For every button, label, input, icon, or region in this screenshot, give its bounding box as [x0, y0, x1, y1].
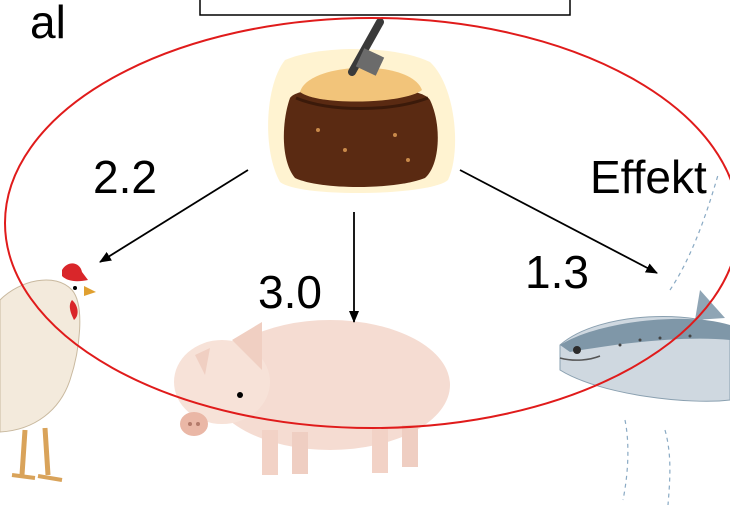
top-text-box [199, 0, 571, 16]
dashed-stream-bottom-left [622, 419, 629, 501]
salmon-icon [559, 290, 730, 402]
red-grouping-ellipse [4, 17, 730, 429]
pig-icon [174, 320, 450, 475]
label-chicken-ratio: 2.2 [93, 151, 157, 203]
label-fish-ratio: 1.3 [525, 246, 589, 298]
dashed-stream-top [669, 174, 719, 291]
label-right-text: Effekt [590, 151, 707, 203]
chicken-icon [0, 263, 96, 482]
dashed-stream-bottom-right [664, 429, 671, 505]
arrow-to-fish [459, 169, 658, 274]
partial-heading-text: al [30, 0, 66, 48]
feed-sack-icon [268, 18, 456, 194]
arrow-to-chicken [99, 169, 249, 263]
label-pig-ratio: 3.0 [258, 266, 322, 318]
